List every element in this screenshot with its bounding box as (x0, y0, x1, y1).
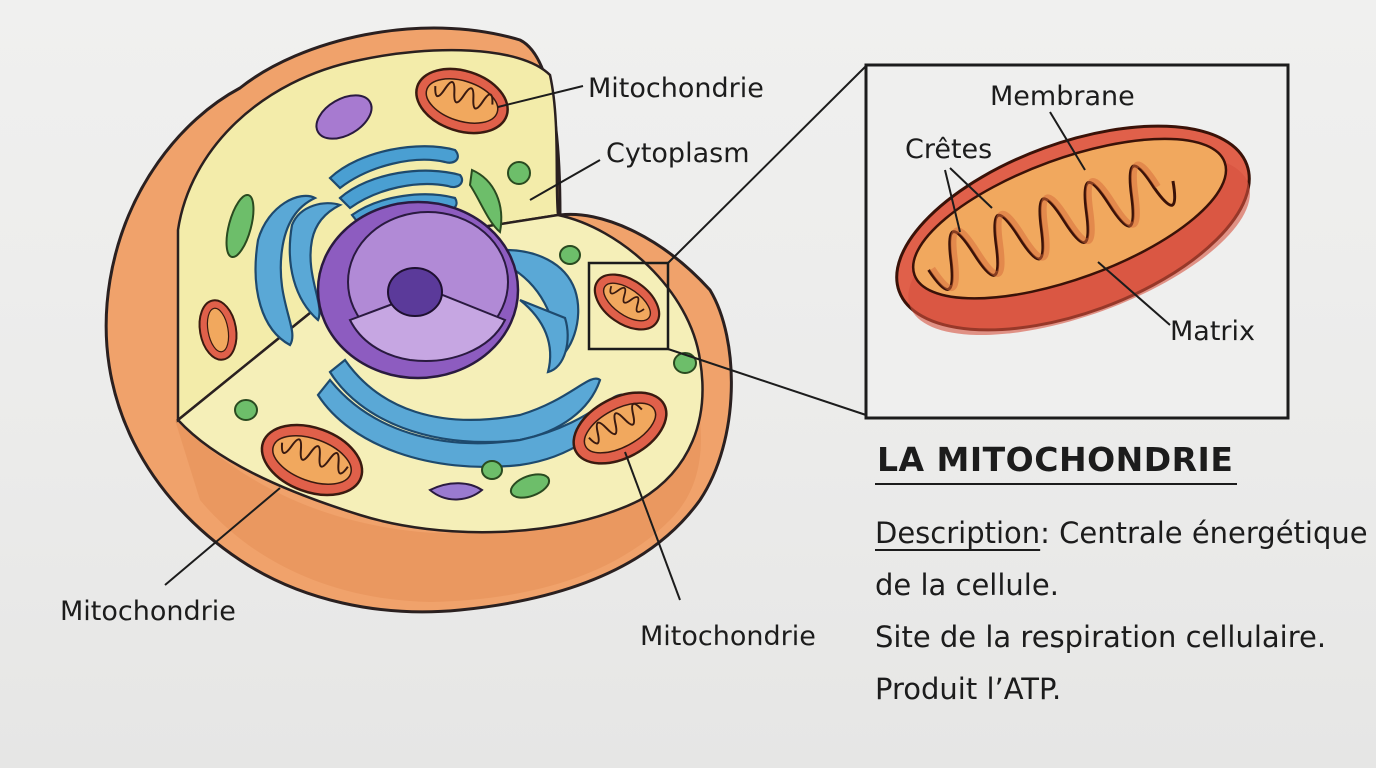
mito-cristae-inner (929, 161, 1161, 292)
mitochondrion-left (260, 423, 364, 497)
leader-membrane (1049, 111, 1086, 171)
leader-cretes-1 (949, 167, 993, 209)
label-membrane: Membrane (990, 81, 1135, 112)
leader-cretes-2 (944, 169, 961, 233)
description-line-4: Produit l’ATP. (875, 672, 1062, 706)
cell-mitochondria (198, 67, 668, 497)
description-text-1: Centrale énergétique (1059, 516, 1368, 550)
panel-description: Description: Centrale énergétique de la … (875, 507, 1368, 715)
description-line-3: Site de la respiration cellulaire. (875, 620, 1327, 654)
label-matrix: Matrix (1170, 316, 1255, 347)
leader-matrix (1097, 261, 1171, 326)
leader-mito-bottom (624, 451, 681, 601)
cell-shell-shading (175, 420, 701, 602)
mitochondrion-bottom (572, 391, 668, 465)
zoom-line-top (667, 65, 867, 264)
cell-leader-lines (164, 85, 681, 601)
mitochondrion-small-left (198, 299, 238, 361)
vesicles (225, 94, 697, 501)
mitochondrion-inset-source (593, 273, 661, 331)
leader-mito-left (164, 487, 281, 586)
info-panel: LA MITOCHONDRIE Description: Centrale én… (875, 440, 1368, 715)
panel-title: LA MITOCHONDRIE (875, 440, 1238, 485)
description-key: Description (875, 516, 1041, 550)
leader-cytoplasm (529, 159, 601, 201)
leader-mito-top (497, 85, 584, 108)
description-line-2: de la cellule. (875, 568, 1059, 602)
mitochondrion-large (895, 124, 1251, 336)
mitochondrion-top (415, 67, 509, 135)
zoom-line-bottom (667, 348, 867, 416)
label-cytoplasm: Cytoplasm (606, 138, 750, 169)
nucleus (316, 200, 520, 380)
label-mitochondrie-left: Mitochondrie (60, 596, 236, 627)
nucleus-cut-face (348, 288, 507, 362)
description-separator: : (1040, 516, 1060, 550)
nucleolus (387, 267, 443, 317)
label-mitochondrie-bottom: Mitochondrie (640, 621, 816, 652)
label-cretes: Crêtes (905, 134, 992, 165)
zoom-inset (587, 63, 1290, 420)
label-mitochondrie-top: Mitochondrie (588, 73, 764, 104)
cell-illustration (104, 26, 733, 614)
zoom-source-box (587, 261, 670, 351)
description-line-1: Description: Centrale énergétique (875, 507, 1368, 559)
